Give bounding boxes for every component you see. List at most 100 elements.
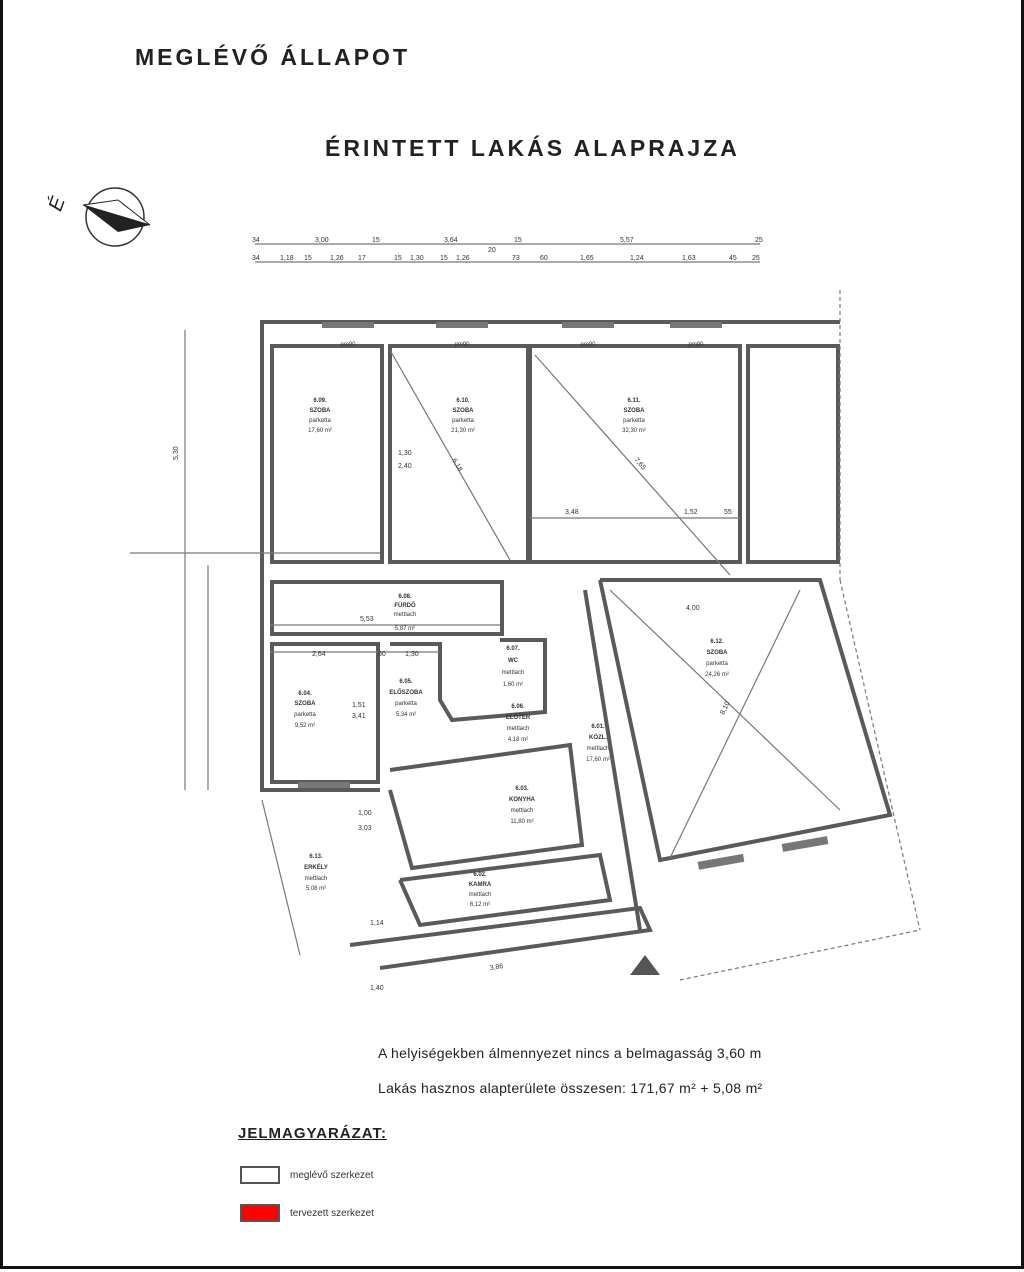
svg-text:9,52 m²: 9,52 m² (295, 723, 315, 729)
svg-text:ELŐTÉR: ELŐTÉR (506, 713, 531, 721)
svg-text:1,52: 1,52 (684, 509, 698, 516)
room-6-12: 6.12. SZOBA parketta 24,26 m² (705, 639, 729, 678)
svg-text:7,65: 7,65 (633, 457, 647, 472)
svg-text:60: 60 (540, 255, 548, 262)
svg-text:SZOBA: SZOBA (310, 408, 332, 414)
window-label: pm90 (688, 342, 704, 348)
svg-text:3,64: 3,64 (444, 237, 458, 244)
legend-item-planned: tervezett szerkezet (240, 1204, 374, 1222)
svg-text:6.13.: 6.13. (309, 854, 323, 860)
svg-text:34: 34 (252, 255, 260, 262)
svg-text:1,65: 1,65 (580, 255, 594, 262)
svg-text:17,60 m²: 17,60 m² (308, 428, 332, 434)
svg-text:1,30: 1,30 (405, 651, 419, 658)
room-6-05: 6.05. ELŐSZOBA parketta 5,34 m² (389, 679, 423, 718)
svg-text:24,26 m²: 24,26 m² (705, 672, 729, 678)
svg-text:25: 25 (755, 237, 763, 244)
svg-text:mettlach: mettlach (502, 670, 525, 676)
svg-text:15: 15 (440, 255, 448, 262)
walls (130, 290, 921, 981)
svg-text:parketta: parketta (452, 418, 474, 424)
svg-text:73: 73 (512, 255, 520, 262)
svg-text:2,64: 2,64 (312, 651, 326, 658)
svg-text:parketta: parketta (294, 712, 316, 718)
room-6-08: 6.08. FÜRDŐ mettlach 5,87 m² (394, 594, 417, 632)
svg-text:6.11.: 6.11. (627, 398, 640, 404)
svg-text:1,30: 1,30 (410, 255, 424, 262)
svg-text:parketta: parketta (395, 701, 417, 707)
svg-text:3,03: 3,03 (358, 825, 372, 832)
svg-text:mettlach: mettlach (587, 746, 610, 752)
legend-title: JELMAGYARÁZAT: (238, 1125, 388, 1142)
svg-text:15: 15 (514, 237, 522, 244)
svg-text:4,18 m²: 4,18 m² (508, 737, 528, 743)
svg-text:SZOBA: SZOBA (707, 650, 729, 656)
svg-text:55: 55 (724, 509, 732, 516)
svg-text:6.08.: 6.08. (398, 594, 412, 600)
svg-text:6.05.: 6.05. (399, 679, 413, 685)
svg-text:1,51: 1,51 (352, 702, 366, 709)
svg-text:11,80 m²: 11,80 m² (510, 819, 533, 825)
top-dimensions: 34 3,00 15 3,64 15 5,57 25 34 1,18 15 1,… (252, 237, 763, 263)
svg-text:1,30: 1,30 (398, 450, 412, 457)
window-label: pm90 (580, 342, 596, 348)
svg-text:50: 50 (378, 651, 386, 658)
svg-text:1,63: 1,63 (682, 255, 696, 262)
svg-text:6.02.: 6.02. (473, 872, 487, 878)
svg-text:SZOBA: SZOBA (624, 408, 646, 414)
svg-text:SZOBA: SZOBA (453, 408, 475, 414)
svg-text:6,18: 6,18 (450, 458, 463, 473)
svg-text:1,26: 1,26 (330, 255, 344, 262)
svg-text:4,00: 4,00 (686, 605, 700, 612)
svg-text:ELŐSZOBA: ELŐSZOBA (389, 689, 423, 696)
svg-text:34: 34 (252, 237, 260, 244)
legend-label: meglévő szerkezet (290, 1169, 374, 1181)
svg-text:parketta: parketta (706, 661, 728, 667)
svg-text:32,30 m²: 32,30 m² (622, 428, 646, 434)
north-label: É (44, 193, 70, 214)
svg-text:1,18: 1,18 (280, 255, 294, 262)
svg-text:6,12 m²: 6,12 m² (470, 902, 490, 908)
svg-text:1,00: 1,00 (358, 810, 372, 817)
svg-text:5,53: 5,53 (360, 616, 374, 623)
svg-text:3,00: 3,00 (315, 237, 329, 244)
drawing-subtitle: ÉRINTETT LAKÁS ALAPRAJZA (325, 135, 740, 161)
existing-structure-swatch (240, 1166, 280, 1184)
planned-structure-swatch (240, 1204, 280, 1222)
drawing-title: MEGLÉVŐ ÁLLAPOT (135, 44, 410, 70)
svg-text:3,48: 3,48 (565, 509, 579, 516)
svg-text:FÜRDŐ: FÜRDŐ (394, 602, 416, 609)
svg-text:5,34 m²: 5,34 m² (396, 712, 416, 718)
svg-text:mettlach: mettlach (507, 726, 530, 732)
svg-text:6.07.: 6.07. (506, 646, 520, 652)
svg-text:mettlach: mettlach (305, 876, 328, 882)
svg-text:20: 20 (488, 247, 496, 254)
svg-text:17: 17 (358, 255, 366, 262)
svg-text:6.01.: 6.01. (591, 724, 605, 730)
svg-text:5,87 m²: 5,87 m² (395, 626, 415, 632)
ceiling-note: A helyiségekben álmennyezet nincs a belm… (378, 1045, 762, 1061)
svg-text:mettlach: mettlach (394, 612, 417, 618)
svg-text:2,40: 2,40 (398, 463, 412, 470)
svg-text:SZOBA: SZOBA (295, 701, 317, 707)
window-label: pm90 (454, 342, 470, 348)
svg-text:1,26: 1,26 (456, 255, 470, 262)
svg-text:1,40: 1,40 (370, 985, 384, 992)
svg-text:5,08 m²: 5,08 m² (306, 886, 326, 892)
svg-text:25: 25 (752, 255, 760, 262)
svg-text:5,57: 5,57 (620, 237, 634, 244)
svg-text:6.12.: 6.12. (710, 639, 724, 645)
area-note: Lakás hasznos alapterülete összesen: 171… (378, 1080, 763, 1096)
svg-text:KAMRA: KAMRA (469, 882, 492, 888)
